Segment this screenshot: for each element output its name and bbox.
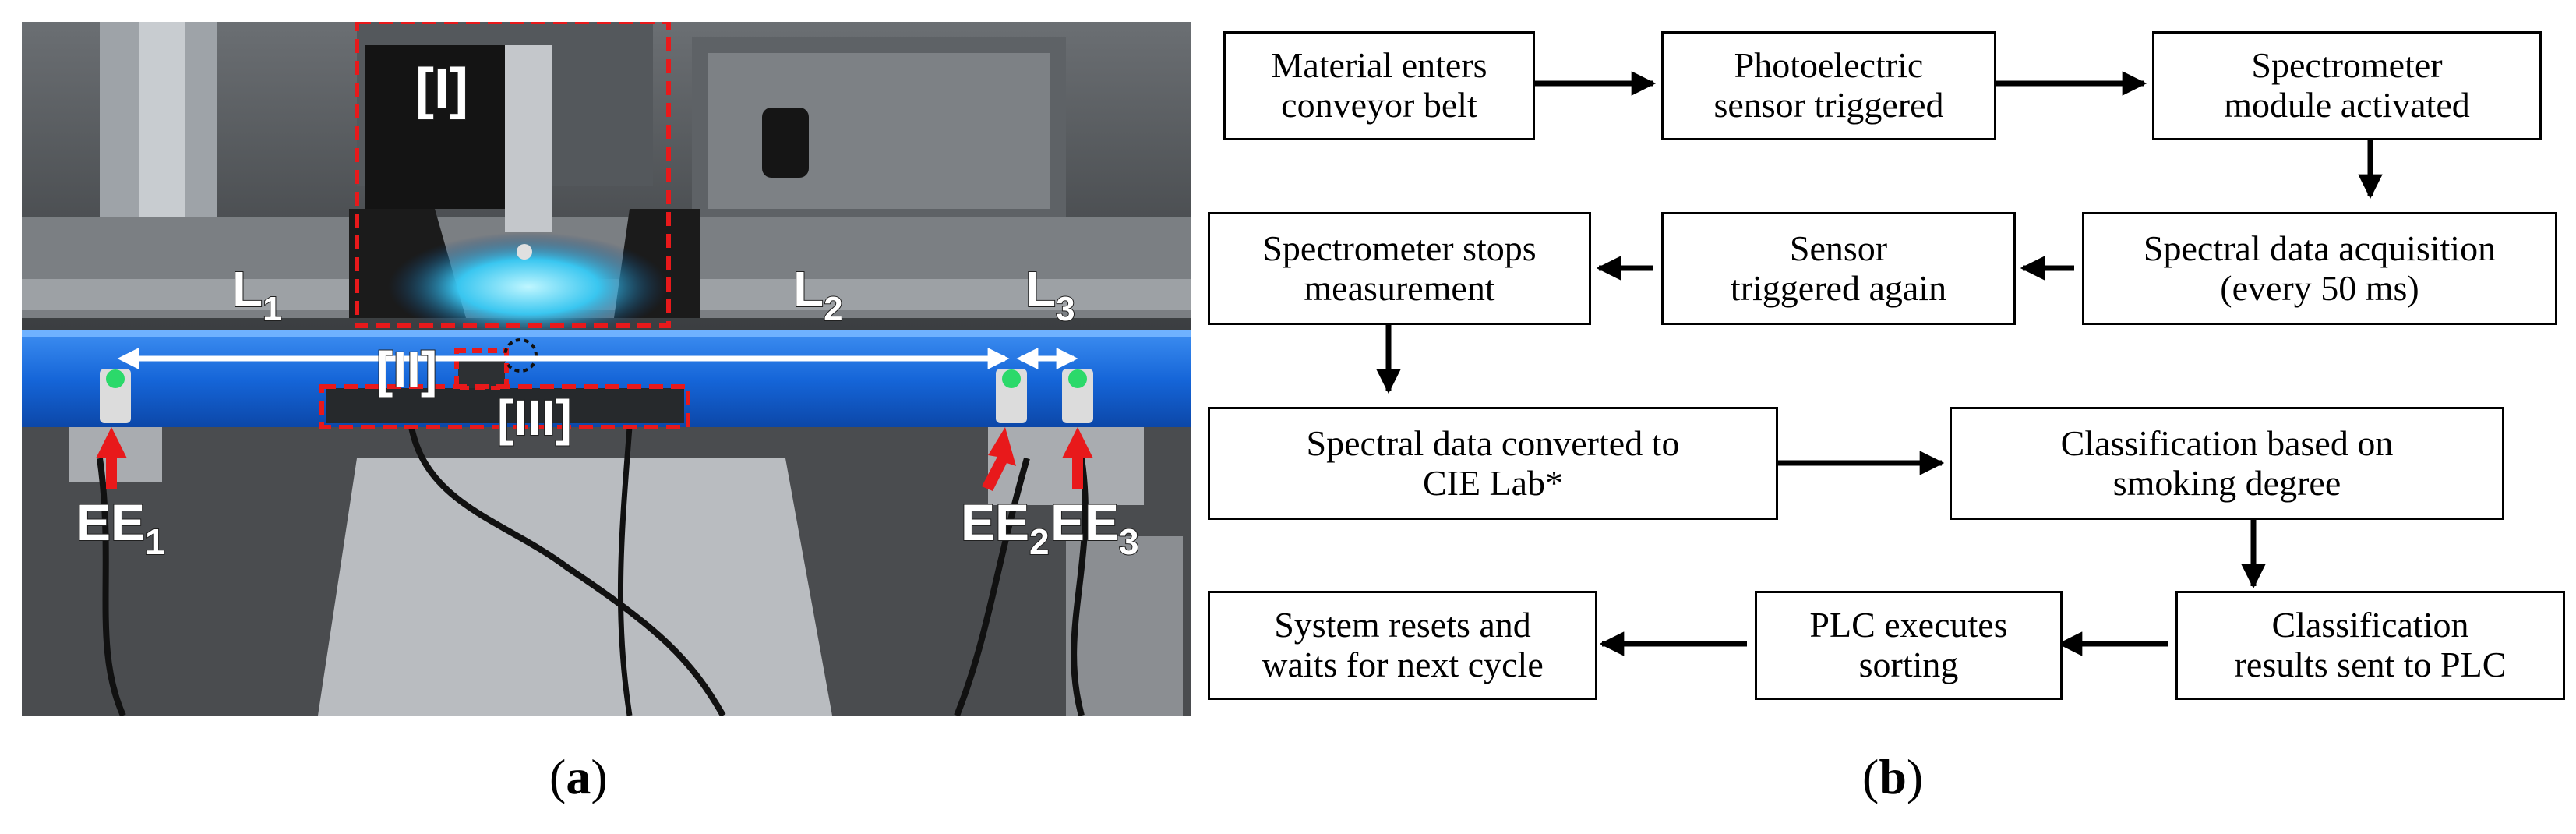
step-data-acquisition-text: Spectral data acquisition (every 50 ms) (2143, 228, 2497, 308)
cable-right-2 (1071, 458, 1089, 716)
ee3-label: EE3 (1050, 493, 1139, 562)
step-material-enters-text: Material enters conveyor belt (1271, 45, 1487, 125)
ee3-subscript: 3 (1119, 521, 1139, 562)
ee2-subscript: 2 (1029, 521, 1050, 562)
black-cylinder (762, 108, 809, 178)
right-bracket-plate (988, 427, 1144, 505)
step-spectrometer-stops: Spectrometer stops measurement (1208, 212, 1591, 325)
step-spectrometer-activated-text: Spectrometer module activated (2224, 45, 2470, 125)
right-support (1066, 536, 1183, 716)
step-sensor-triggered-again: Sensor triggered again (1661, 212, 2016, 325)
l1-label: L1 (232, 261, 282, 328)
sensor-ee3-led (1068, 369, 1087, 388)
l3-letter: L (1025, 261, 1056, 317)
region-2-label: [II] (376, 341, 437, 398)
caption-a-close: ) (591, 749, 608, 804)
left-pipe (139, 22, 185, 224)
red-arrow-ee1 (96, 427, 127, 489)
sensor-ee1-led (106, 369, 125, 388)
module-arm (505, 45, 552, 232)
region-3-label: [III] (497, 390, 572, 446)
photo-illustration: [I] [II] [III] L1 L2 L3 EE1 EE2 EE3 (22, 22, 1191, 716)
step-convert-cielab: Spectral data converted to CIE Lab* (1208, 407, 1778, 520)
step-convert-cielab-text: Spectral data converted to CIE Lab* (1306, 422, 1680, 503)
step-classification: Classification based on smoking degree (1950, 407, 2504, 520)
step-spectrometer-stops-text: Spectrometer stops measurement (1262, 228, 1537, 308)
step-system-resets: System resets and waits for next cycle (1208, 591, 1597, 700)
ee2-label: EE2 (961, 493, 1050, 562)
caption-b-letter: b (1879, 749, 1907, 804)
caption-a: (a) (549, 748, 608, 806)
step-spectrometer-activated: Spectrometer module activated (2152, 31, 2542, 140)
belt-edge (22, 330, 1191, 337)
cable-left (97, 458, 126, 716)
flowchart-connectors (1376, 71, 2383, 656)
step-plc-sorting-text: PLC executes sorting (1809, 605, 2008, 684)
caption-b-close: ) (1906, 749, 1924, 804)
sensor-ee2-led (1002, 369, 1021, 388)
step-material-enters: Material enters conveyor belt (1223, 31, 1535, 140)
led-glow (388, 232, 669, 341)
l3-subscript: 3 (1056, 290, 1075, 328)
cable-center-2 (617, 426, 633, 716)
region-1-outline (355, 22, 671, 328)
sensor-ii (458, 357, 505, 388)
l1-subscript: 1 (263, 290, 281, 328)
spectrometer-housing (365, 45, 513, 209)
step-results-to-plc-text: Classification results sent to PLC (2234, 605, 2507, 684)
red-arrow-ee2 (982, 427, 1016, 491)
region-1-label: [I] (415, 58, 468, 120)
ee3-letters: EE (1050, 493, 1119, 551)
caption-a-letter: a (566, 749, 591, 804)
l2-subscript: 2 (824, 290, 842, 328)
l1-letter: L (232, 261, 263, 317)
step-results-to-plc: Classification results sent to PLC (2175, 591, 2565, 700)
step-classification-text: Classification based on smoking degree (2060, 422, 2394, 503)
step-sensor-triggered-text: Photoelectric sensor triggered (1713, 45, 1944, 125)
step-sensor-triggered-again-text: Sensor triggered again (1730, 228, 1947, 308)
lower-plate (318, 458, 832, 716)
caption-b: (b) (1862, 748, 1923, 806)
ee2-letters: EE (961, 493, 1029, 551)
lens (517, 244, 532, 260)
cable-right (954, 457, 1030, 716)
region-3-outline (319, 384, 690, 429)
l2-label: L2 (793, 261, 843, 328)
ee1-letters: EE (76, 493, 145, 551)
step-system-resets-text: System resets and waits for next cycle (1262, 605, 1544, 684)
step-data-acquisition: Spectral data acquisition (every 50 ms) (2082, 212, 2557, 325)
red-arrow-ee3 (1062, 427, 1093, 489)
ee1-label: EE1 (76, 493, 165, 562)
l3-label: L3 (1025, 261, 1075, 328)
l2-letter: L (793, 261, 824, 317)
process-flowchart: Material enters conveyor belt Photoelect… (1192, 16, 2576, 717)
caption-a-open: ( (549, 749, 566, 804)
caption-b-open: ( (1862, 749, 1879, 804)
sorting-machine-photo: [I] [II] [III] L1 L2 L3 EE1 EE2 EE3 (22, 22, 1191, 716)
step-plc-sorting: PLC executes sorting (1755, 591, 2063, 700)
right-tray-inner (708, 53, 1050, 209)
ee1-subscript: 1 (145, 521, 165, 562)
cable-center (408, 426, 726, 716)
sensor-bar-iii (326, 388, 684, 423)
step-sensor-triggered: Photoelectric sensor triggered (1661, 31, 1996, 140)
